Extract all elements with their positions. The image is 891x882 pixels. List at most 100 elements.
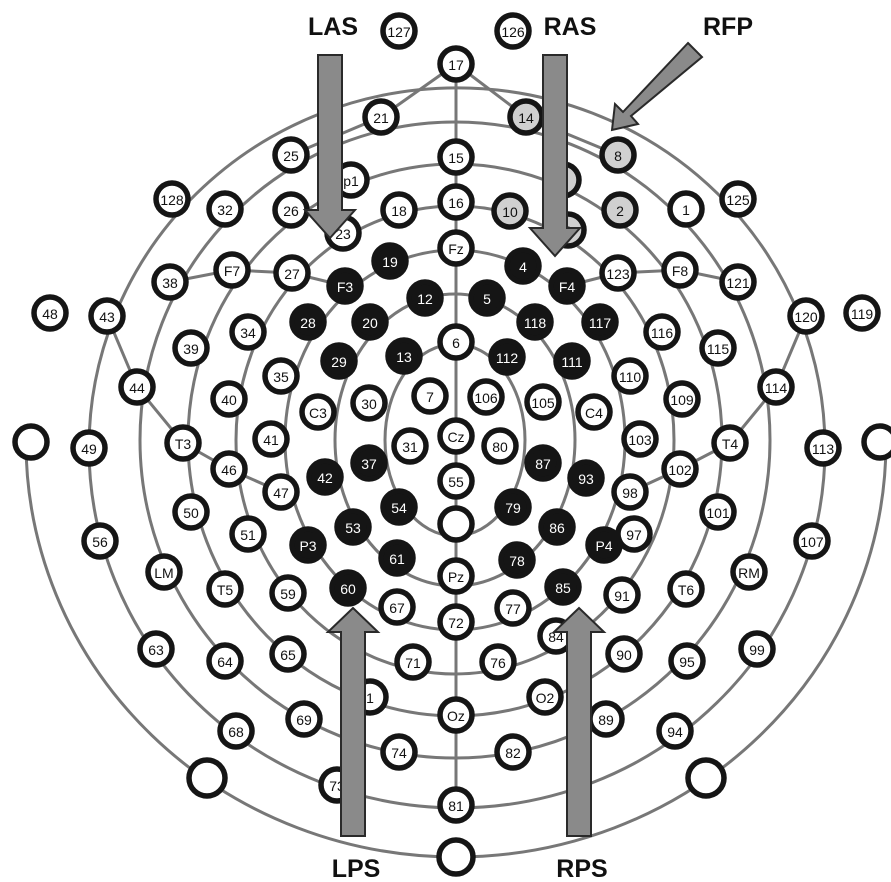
electrode-55 (437, 462, 475, 500)
electrode-127 (380, 12, 418, 50)
electrode-label: 64 (217, 654, 233, 670)
electrode-label: 106 (474, 390, 498, 406)
electrode-103 (621, 420, 659, 458)
electrode-rm (730, 553, 768, 591)
electrode-label: 32 (217, 202, 233, 218)
electrode-7 (411, 377, 449, 415)
electrode-label: 126 (501, 24, 525, 40)
electrode-t5 (206, 570, 244, 608)
electrode-label: 12 (417, 291, 433, 307)
electrode-110 (611, 357, 649, 395)
electrode-p3 (289, 526, 327, 564)
electrode-label: 34 (240, 325, 256, 341)
electrode-20 (351, 303, 389, 341)
electrode-label: 19 (382, 254, 398, 270)
electrode-label: 97 (626, 527, 642, 543)
electrode-93 (567, 459, 605, 497)
electrode-p4 (585, 526, 623, 564)
electrode-pz (437, 557, 475, 595)
electrode-label: Cz (447, 429, 464, 445)
electrode-37 (350, 444, 388, 482)
electrode-label: 27 (284, 266, 300, 282)
electrode-30 (350, 384, 388, 422)
electrode-label: Oz (447, 708, 465, 724)
electrode-label: 114 (765, 380, 788, 396)
electrode-71 (394, 643, 432, 681)
electrode-label: 40 (221, 392, 237, 408)
electrode-f3 (326, 267, 364, 305)
electrode-120 (787, 297, 825, 335)
electrode-label: F7 (224, 263, 241, 279)
electrode-119 (843, 294, 881, 332)
electrode-5 (468, 279, 506, 317)
electrode-group: 127126172114825p115912832261816102112523… (12, 12, 891, 877)
electrode-label: 117 (589, 315, 612, 331)
electrode-27 (273, 254, 311, 292)
electrode-67 (378, 588, 416, 626)
electrode-label: 118 (524, 315, 547, 331)
electrode-16 (437, 183, 475, 221)
electrode-label: 37 (361, 456, 377, 472)
electrode-79 (494, 488, 532, 526)
electrode-53 (334, 508, 372, 546)
electrode-35 (262, 357, 300, 395)
electrode-label: 54 (391, 500, 407, 516)
electrode-label: F8 (672, 263, 689, 279)
electrode-label: T6 (678, 582, 695, 598)
electrode-label: 78 (509, 553, 525, 569)
electrode-19 (371, 242, 409, 280)
electrode-39 (172, 329, 210, 367)
electrode-87 (524, 444, 562, 482)
electrode-18 (380, 191, 418, 229)
electrode-56 (81, 522, 119, 560)
electrode-42 (306, 458, 344, 496)
electrode-label: 107 (800, 534, 824, 550)
electrode-label: 50 (183, 505, 199, 521)
ras-arrow (527, 54, 583, 258)
electrode-label: 91 (614, 588, 630, 604)
electrode-label: 18 (391, 203, 407, 219)
electrode-label: 21 (373, 110, 389, 126)
electrode-40 (210, 380, 248, 418)
electrode-label: 101 (706, 505, 730, 521)
electrode-label: 10 (502, 204, 518, 220)
electrode-label: 63 (148, 642, 164, 658)
electrode-label: 85 (555, 580, 571, 596)
electrode-label: 82 (505, 745, 521, 761)
electrode-12 (406, 279, 444, 317)
electrode-label: Fz (448, 241, 464, 257)
electrode-41 (252, 420, 290, 458)
electrode-60 (329, 569, 367, 607)
electrode-76 (479, 643, 517, 681)
electrode-49 (70, 429, 108, 467)
electrode-o2 (526, 678, 564, 716)
electrode-label: LM (154, 565, 173, 581)
electrode-label: RM (738, 565, 760, 581)
electrode-unlabeled (861, 423, 891, 461)
electrode-unlabeled (685, 757, 727, 799)
electrode-label: F4 (559, 279, 576, 295)
electrode-34 (229, 313, 267, 351)
electrode-label: 111 (561, 354, 582, 370)
electrode-label: 67 (389, 600, 405, 616)
electrode-13 (385, 337, 423, 375)
electrode-78 (498, 541, 536, 579)
electrode-label: 99 (749, 642, 765, 658)
lps-arrow-label: LPS (332, 855, 381, 882)
electrode-unlabeled (437, 505, 475, 543)
electrode-label: 31 (402, 439, 418, 455)
electrode-label: 51 (240, 527, 256, 543)
electrode-label: 71 (405, 655, 421, 671)
electrode-115 (699, 329, 737, 367)
electrode-label: 128 (160, 192, 184, 208)
electrode-label: Pz (448, 569, 464, 585)
electrode-label: 59 (280, 586, 296, 602)
electrode-label: 68 (228, 724, 244, 740)
electrode-label: 13 (396, 349, 412, 365)
electrode-65 (269, 635, 307, 673)
electrode-43 (88, 297, 126, 335)
electrode-4 (504, 247, 542, 285)
electrode-label: 15 (448, 150, 464, 166)
electrode-label: 123 (606, 266, 630, 282)
electrode-label: 44 (129, 380, 145, 396)
